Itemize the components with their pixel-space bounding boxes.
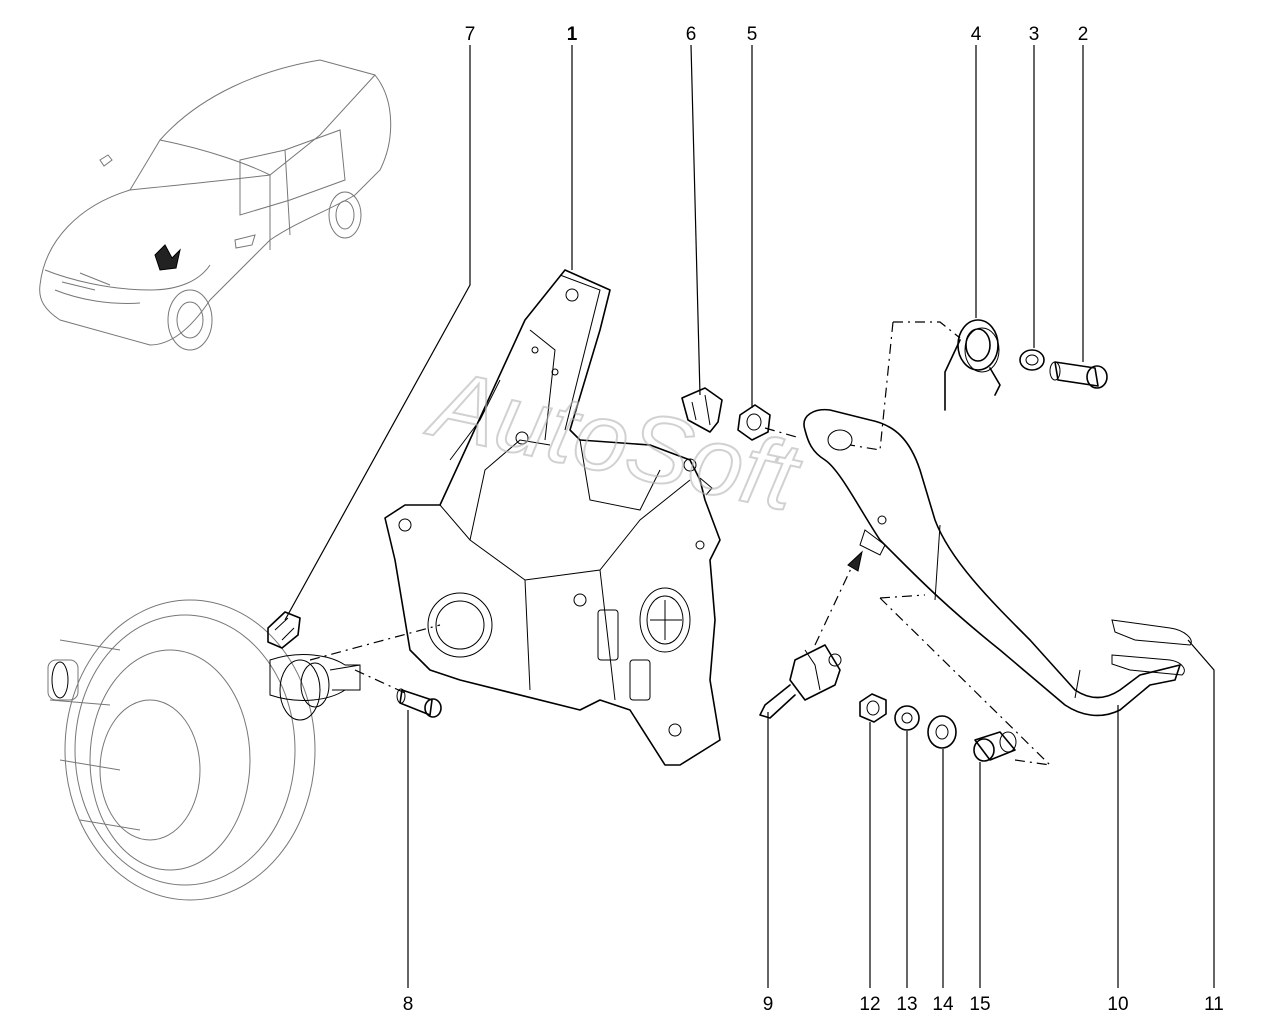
callout-4: 4 xyxy=(971,24,982,45)
pivot-pin-2-drawing xyxy=(1049,361,1108,389)
callout-labels: 7 1 6 5 4 3 2 8 9 12 13 14 15 10 11 xyxy=(403,24,1224,1015)
assembly-lines xyxy=(309,321,1051,766)
clip-7-drawing xyxy=(267,611,301,649)
callout-1: 1 xyxy=(567,24,578,45)
washer-13-drawing xyxy=(894,705,920,731)
spacer-15-drawing xyxy=(973,731,1017,762)
callout-7: 7 xyxy=(465,24,476,45)
leader-lines xyxy=(284,44,1215,988)
brake-pedal-drawing xyxy=(803,408,1192,717)
callout-6: 6 xyxy=(686,24,697,45)
pedal-bracket-drawing xyxy=(384,269,721,766)
bushing-5-drawing xyxy=(737,404,771,441)
callout-3: 3 xyxy=(1029,24,1040,45)
callout-11: 11 xyxy=(1204,994,1224,1015)
return-spring-drawing xyxy=(944,319,1001,411)
callout-8: 8 xyxy=(403,994,414,1015)
brake-light-switch-9-drawing xyxy=(759,644,842,719)
washer-14-drawing xyxy=(927,715,957,749)
callout-9: 9 xyxy=(763,994,774,1015)
callout-14: 14 xyxy=(932,994,954,1015)
callout-2: 2 xyxy=(1078,24,1089,45)
brake-booster-drawing xyxy=(47,599,361,901)
car-locator-sketch xyxy=(39,59,392,351)
callout-15: 15 xyxy=(969,994,990,1015)
callout-13: 13 xyxy=(896,994,917,1015)
callout-5: 5 xyxy=(747,24,758,45)
clip-6-drawing xyxy=(681,387,723,433)
callout-12: 12 xyxy=(859,994,880,1015)
pin-8-drawing xyxy=(396,688,442,718)
bushing-3-drawing xyxy=(1019,349,1045,371)
nut-12-drawing xyxy=(859,693,887,723)
callout-10: 10 xyxy=(1107,994,1128,1015)
